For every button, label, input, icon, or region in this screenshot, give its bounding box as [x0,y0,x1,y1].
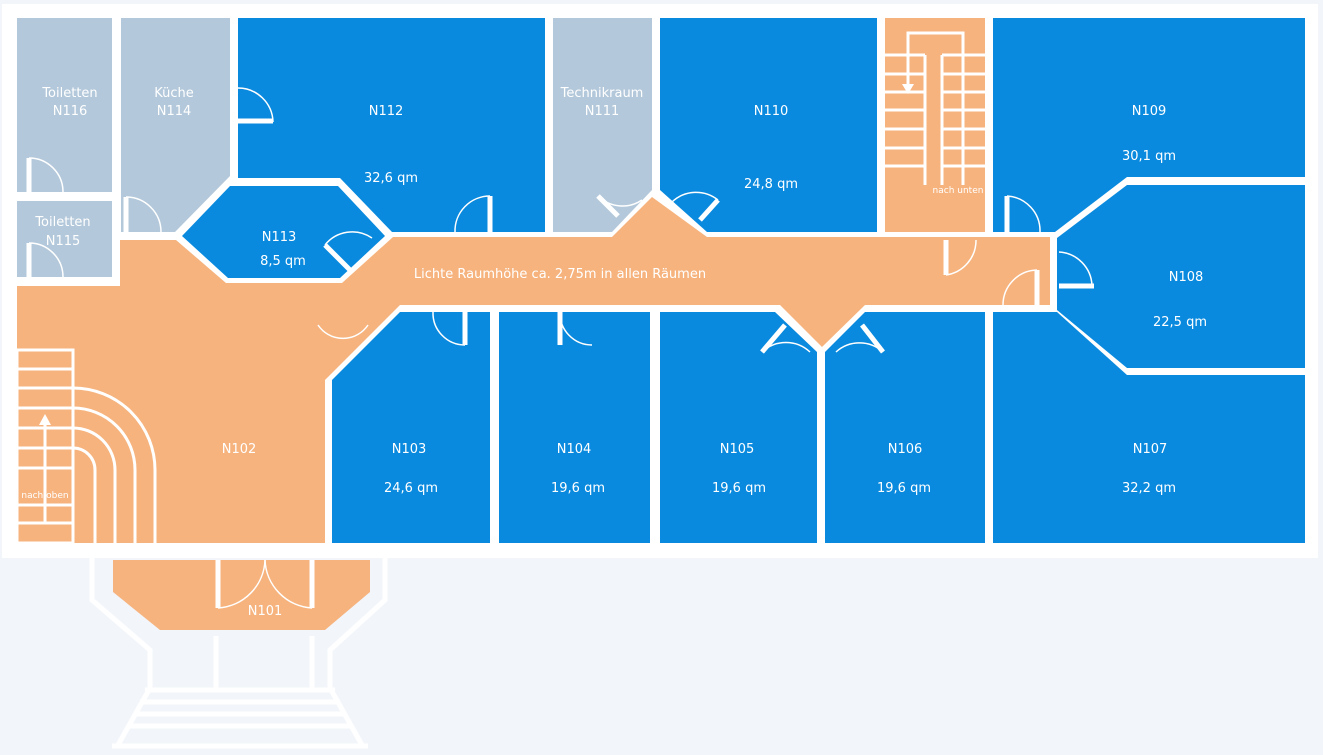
room-n105[interactable] [660,312,817,543]
room-n116-id: N116 [53,104,88,119]
room-n110-id: N110 [754,104,789,119]
room-n111-name: Technikraum [560,86,644,101]
room-n108-area: 22,5 qm [1153,315,1207,330]
room-n114-id: N114 [157,104,192,119]
door-leaves [26,118,1094,608]
room-n107-id: N107 [1133,442,1168,457]
room-n106-area: 19,6 qm [877,481,931,496]
room-n108[interactable] [1057,185,1305,368]
room-n106[interactable] [825,312,985,543]
room-n109-area: 30,1 qm [1122,149,1176,164]
room-n113-id: N113 [262,230,297,245]
corridor-note: Lichte Raumhöhe ca. 2,75m in allen Räume… [414,267,706,282]
room-n109[interactable] [993,18,1305,232]
room-n103-area: 24,6 qm [384,481,438,496]
room-n116-name: Toiletten [41,86,97,101]
room-n110[interactable] [660,18,877,232]
room-n101[interactable] [113,560,370,630]
room-n105-id: N105 [720,442,755,457]
room-n116[interactable] [17,18,112,192]
room-n115-id: N115 [46,234,81,249]
room-n104-area: 19,6 qm [551,481,605,496]
room-n115[interactable] [17,201,112,277]
room-n107-area: 32,2 qm [1122,481,1176,496]
room-n114[interactable] [121,18,230,232]
room-n108-id: N108 [1169,270,1204,285]
room-n101-id: N101 [248,604,283,619]
room-n114-name: Küche [154,86,194,101]
door-swings [28,87,1093,609]
room-n104[interactable] [499,312,650,543]
room-n103[interactable] [332,312,490,543]
stairs-down-label: nach unten [933,186,984,196]
arrow-up-icon [39,414,51,425]
room-n112-id: N112 [369,104,404,119]
room-n111-id: N111 [585,104,620,119]
room-n109-id: N109 [1132,104,1167,119]
room-n110-area: 24,8 qm [744,177,798,192]
arrow-down-icon [902,84,914,94]
stairs-up-label: nach oben [21,491,68,501]
room-n112-area: 32,6 qm [364,171,418,186]
room-n102-corridor[interactable] [17,197,1050,543]
room-n104-id: N104 [557,442,592,457]
room-n103-id: N103 [392,442,427,457]
entrance-outline [89,558,388,749]
room-n105-area: 19,6 qm [712,481,766,496]
stairs-lower-lines [15,348,157,545]
stairs-upper-lines [885,31,985,185]
staircase-down [885,18,985,232]
room-n112[interactable] [238,18,545,232]
room-n107[interactable] [993,312,1305,543]
room-n111[interactable] [553,18,652,232]
room-n106-id: N106 [888,442,923,457]
room-n115-name: Toiletten [34,215,90,230]
room-n102-id: N102 [222,442,257,457]
room-n113-area: 8,5 qm [260,254,306,269]
